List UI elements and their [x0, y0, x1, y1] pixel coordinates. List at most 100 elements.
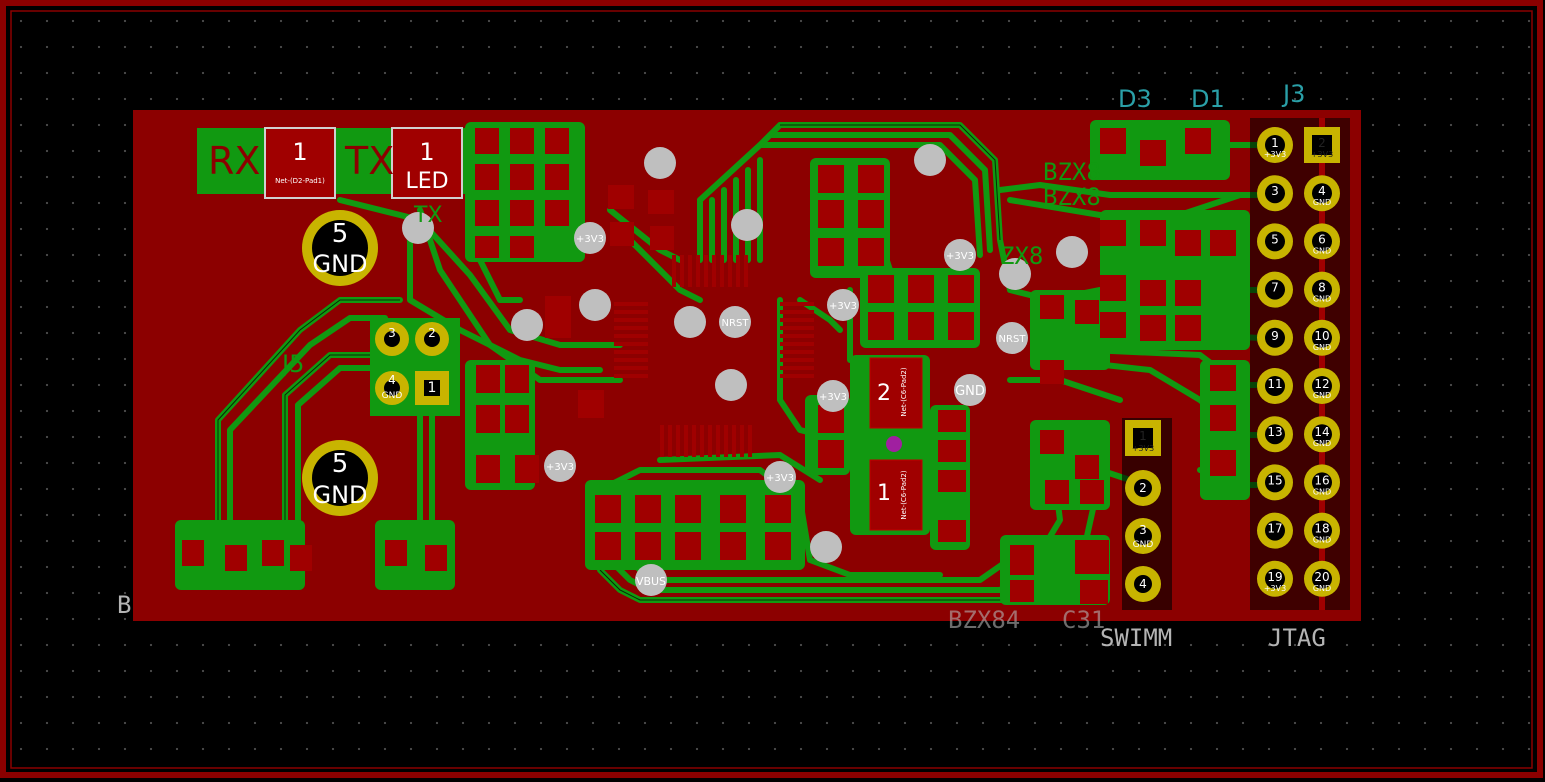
jtag-pin-name: +3V3: [1264, 584, 1286, 593]
j5-header[interactable]: [370, 318, 460, 416]
jtag-pin-hole: [1265, 376, 1285, 396]
cap-pads: [869, 357, 923, 531]
ref-d3: D3: [1118, 85, 1152, 113]
jtag-pin-hole: [1312, 568, 1332, 589]
j5-pin4-name: GND: [382, 391, 403, 401]
jtag-pin-hole: [1312, 376, 1332, 396]
mount-bot-name: GND: [312, 481, 367, 509]
vias: [402, 144, 1088, 596]
silk-bzx-2: BZX8: [1043, 183, 1101, 211]
jtag-pin-hole: [1265, 568, 1285, 589]
jtag-pin-num: 8: [1318, 281, 1326, 295]
jtag-pin-num: 6: [1318, 232, 1326, 246]
via-3v3-c-label: +3V3: [829, 301, 857, 312]
jtag-pin-num: 20: [1314, 570, 1329, 584]
silk-swimm: SWIMM: [1100, 624, 1172, 652]
via-3v3-e-label: +3V3: [546, 462, 574, 473]
board-outline-inner: [10, 10, 1533, 769]
swimm-pin3-name: GND: [1133, 540, 1154, 550]
swimm-pin1-name: +3V3: [1132, 444, 1154, 453]
jtag-pin-hole: [1312, 327, 1332, 348]
jtag-pin-hole: [1265, 183, 1285, 204]
jtag-pin-num: 19: [1267, 570, 1282, 584]
silk-b: B: [117, 591, 131, 619]
cap-pin1: 1: [877, 481, 891, 506]
via-3v3-b: [944, 239, 976, 271]
jtag-pin-num: 18: [1314, 522, 1329, 536]
smd-pads: [182, 128, 1236, 604]
mount-hole-bottom[interactable]: [302, 440, 378, 516]
silk-rx: RX: [208, 139, 260, 183]
jtag-pin-name: GND: [1313, 295, 1331, 304]
swimm-header[interactable]: [1122, 418, 1172, 610]
rx-pad-net: Net-(D2-Pad1): [275, 177, 325, 185]
ref-j3: J3: [1281, 80, 1305, 108]
cap-pin2-net: Net-(C6-Pad2): [900, 367, 908, 417]
rx-pad[interactable]: [264, 127, 336, 199]
j5-pin1: 1: [428, 380, 437, 396]
j5-pin3: 3: [388, 326, 396, 340]
cap-pin2: 2: [877, 381, 891, 406]
mcu-qfp: [614, 255, 814, 457]
jtag-pin-num: 7: [1271, 281, 1279, 295]
mount-bot-num: 5: [332, 449, 349, 479]
jtag-pin-hole: [1265, 135, 1285, 155]
silk-bzx-1: BZX8: [1043, 158, 1101, 186]
jtag-pin-name: GND: [1313, 487, 1331, 496]
j5-pin2: 2: [428, 326, 436, 340]
jtag-pin-hole: [1265, 424, 1285, 445]
jtag-pin-name: +3V3: [1311, 150, 1333, 159]
via-3v3-b-label: +3V3: [946, 251, 974, 262]
jtag-pin-name: GND: [1313, 246, 1331, 255]
j5-pin4: 4: [388, 373, 396, 387]
jtag-pin-name: +3V3: [1264, 150, 1286, 159]
jtag-pin-hole: [1265, 520, 1285, 541]
jtag-pin-hole: [1312, 231, 1332, 252]
jtag-pin-num: 3: [1271, 184, 1279, 198]
jtag-pin-name: GND: [1313, 343, 1331, 352]
tx-pad[interactable]: [391, 127, 463, 199]
jtag-pin-num: 1: [1271, 136, 1279, 150]
jtag-pin-hole: [1265, 231, 1285, 252]
silk-bzx-bottom: BZX84: [948, 606, 1020, 634]
via-nrst-b-label: NRST: [999, 334, 1027, 345]
jtag-pin-hole: [1265, 327, 1285, 348]
silk-bzx-mid: ZX8: [1000, 242, 1043, 270]
swimm-pin2-num: 2: [1139, 481, 1147, 495]
jtag-pin-num: 12: [1314, 377, 1329, 391]
via-3v3-a-label: +3V3: [576, 234, 604, 245]
jtag-pin-num: 2: [1318, 136, 1326, 150]
via-nrst-a-label: NRST: [722, 318, 750, 329]
jtag-pin-num: 11: [1267, 377, 1282, 391]
silk-j5: J5: [280, 350, 304, 378]
jtag-pin-hole: [1312, 424, 1332, 445]
jtag-pin-hole: [1312, 183, 1332, 204]
via-3v3-a: [574, 222, 606, 254]
ref-d1: D1: [1191, 85, 1225, 113]
jtag-pin-hole: [1265, 472, 1285, 493]
jtag-pin-num: 14: [1314, 425, 1329, 439]
cap-pin1-net: Net-(C6-Pad2): [900, 470, 908, 520]
jtag-pin-name: GND: [1313, 439, 1331, 448]
swimm-pin3-num: 3: [1139, 523, 1147, 537]
via-3v3-d-label: +3V3: [819, 392, 847, 403]
jtag-pin-num: 13: [1267, 425, 1282, 439]
track-outlines: [217, 124, 1020, 601]
mount-top-name: GND: [312, 250, 367, 278]
swimm-pin1-num: 1: [1139, 429, 1147, 443]
jtag-pin-hole: [1312, 279, 1332, 300]
mount-hole-top[interactable]: [302, 210, 378, 286]
tx-pad-name: LED: [405, 169, 448, 194]
jtag-pin-hole: [1265, 279, 1285, 300]
jtag-pin-hole: [1312, 520, 1332, 541]
jtag-pin-num: 5: [1271, 232, 1279, 246]
jtag-pin-name: GND: [1313, 391, 1331, 400]
via-vbus-label: VBUS: [636, 575, 666, 588]
jtag-pin-num: 17: [1267, 522, 1282, 536]
jtag-pin-num: 9: [1271, 329, 1279, 343]
jtag-pin-hole: [1312, 135, 1332, 155]
